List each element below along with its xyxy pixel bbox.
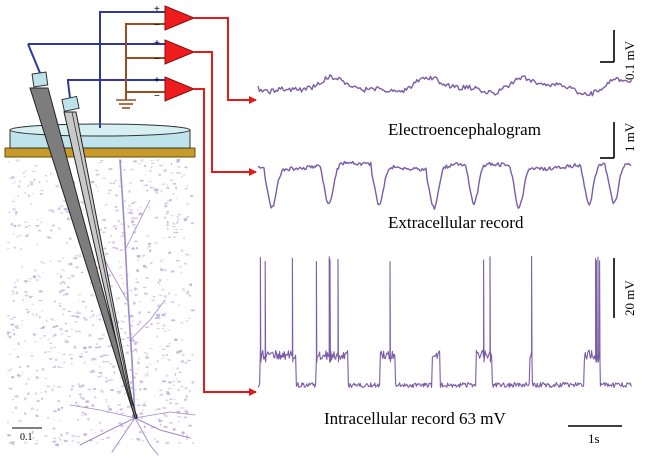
signal-wires [194, 17, 257, 396]
amp1-plus-sign: + [154, 4, 160, 15]
eeg-label: Electroencephalogram [388, 120, 541, 139]
eeg-scale-label: 0.1 mV [622, 40, 637, 80]
eeg-trace [257, 74, 633, 97]
intracellular-scale-label: 20 mV [622, 280, 637, 316]
extracellular-electrode [61, 81, 134, 406]
time-scale-bar: 1s [568, 425, 622, 446]
recording-dish [4, 123, 196, 158]
extracellular-scale-label: 1 mV [622, 122, 637, 152]
intracellular-electrode [27, 43, 138, 419]
amp2-minus-sign: − [154, 54, 160, 65]
eeg-scale-bar: 0.1 mV [600, 30, 637, 80]
amplifier-eeg-icon [164, 5, 196, 31]
amp3-minus-sign: − [154, 91, 160, 102]
pyramidal-neuron [69, 159, 196, 456]
tissue-scale-label: 0.1 [20, 432, 33, 443]
amplifier-intracellular-icon [164, 76, 196, 102]
time-scale-label: 1s [588, 431, 600, 446]
intracellular-trace [257, 255, 633, 389]
extracellular-label: Extracellular record [388, 213, 524, 232]
amp2-plus-sign: + [154, 38, 160, 49]
ground-icon [116, 99, 136, 109]
extracellular-trace [257, 160, 632, 210]
amplifier-extracellular-icon [164, 39, 196, 65]
tissue-scale-bar: 0.1 [12, 427, 42, 443]
intracellular-label: Intracellular record 63 mV [324, 409, 506, 428]
amp1-minus-sign: − [154, 20, 160, 31]
amp3-plus-sign: + [154, 75, 160, 86]
intracellular-scale-bar: 20 mV [613, 258, 637, 318]
extracellular-scale-bar: 1 mV [600, 122, 637, 159]
electrode-wires [28, 11, 166, 100]
